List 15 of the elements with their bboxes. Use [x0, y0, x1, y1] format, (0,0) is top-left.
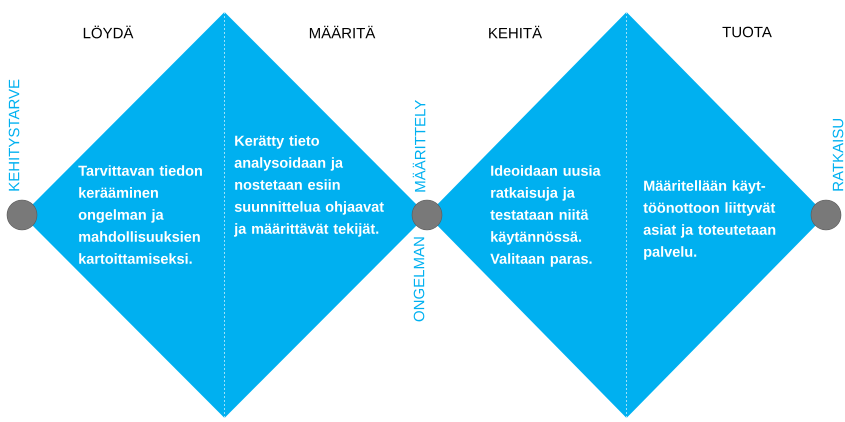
stage-circle	[412, 200, 442, 230]
milestone-label: RATKAISU	[832, 119, 844, 191]
phase-heading: KEHITÄ	[489, 26, 542, 38]
phase-heading: LÖYDÄ	[84, 26, 134, 38]
description: Ideoidaan uusia ratkaisuja ja testataan niitä käytännössä. Valitaan paras.	[490, 165, 601, 267]
milestone-label: KEHITYSTARVE	[8, 80, 20, 191]
stage-circle	[810, 200, 842, 230]
phase-heading: MÄÄRITÄ	[310, 26, 376, 38]
stage-circle	[6, 200, 38, 230]
milestone-label: MÄÄRITTELY	[412, 100, 426, 192]
description: Määritellään käyt-töönottoon liittyvät asiat ja toteutetaan palvelu.	[643, 180, 776, 260]
milestone-label: ONGELMAN	[414, 237, 424, 322]
phase-heading: TUOTA	[722, 26, 772, 38]
description: Tarvittavan tiedon kerääminen ongelman ja mahdollisuuksien kartoittamiseksi.	[78, 165, 202, 264]
description: Kerätty tieto analysoidaan ja nostetaan esiin suunnittelua ohjaavat ja määrittävät tekijät.	[234, 135, 384, 237]
